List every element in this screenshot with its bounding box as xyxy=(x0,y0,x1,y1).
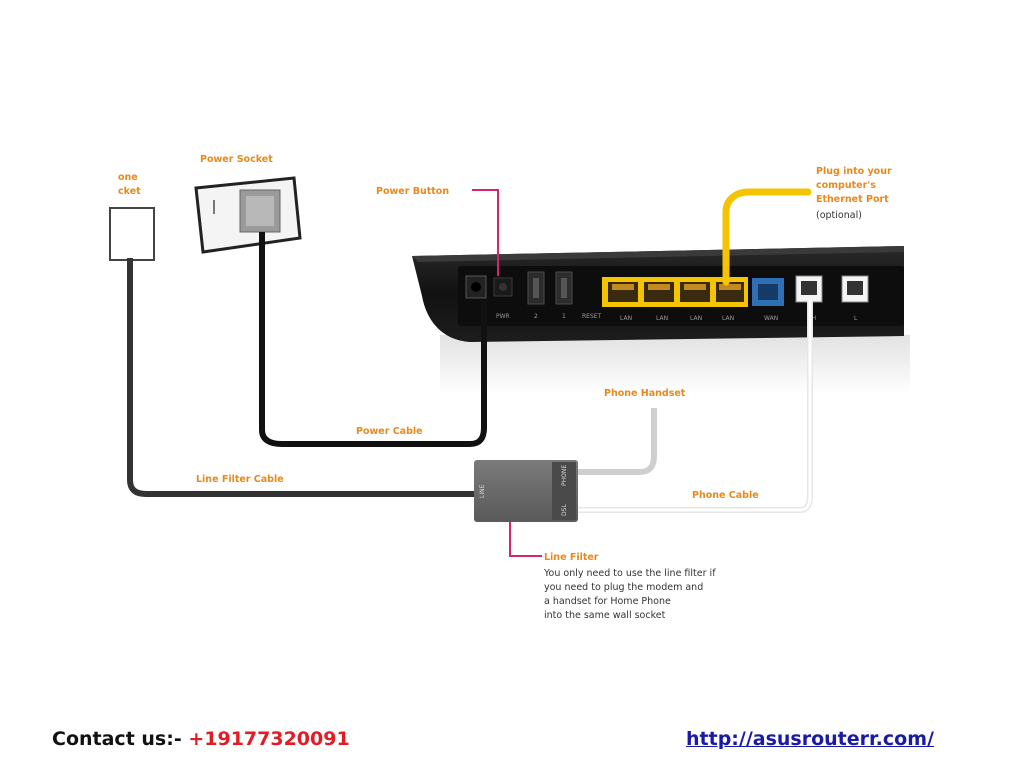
svg-text:PWR: PWR xyxy=(496,313,510,320)
power-button-pointer xyxy=(472,189,499,276)
line-filter-note: a handset for Home Phone xyxy=(544,596,671,607)
svg-text:LAN: LAN xyxy=(722,315,734,322)
line-filter-cable-label: Line Filter Cable xyxy=(196,474,284,485)
svg-text:LINE: LINE xyxy=(479,484,486,498)
svg-text:PHONE: PHONE xyxy=(561,465,568,486)
router-reflection xyxy=(440,335,910,395)
line-filter-cable-line xyxy=(127,258,480,497)
power-cable-label: Power Cable xyxy=(356,426,423,437)
ethernet-label: Plug into your xyxy=(816,166,892,177)
router: PWR 2 1 RESET LAN LAN LAN LAN WAN PH L xyxy=(412,246,904,342)
ethernet-label: Ethernet Port xyxy=(816,194,889,205)
svg-text:RESET: RESET xyxy=(582,313,602,320)
svg-text:DSL: DSL xyxy=(561,504,568,516)
phone-handset-label: Phone Handset xyxy=(604,388,686,399)
line-filter-label: Line Filter xyxy=(544,552,599,563)
power-cable xyxy=(259,232,487,447)
svg-text:LAN: LAN xyxy=(690,315,702,322)
contact-phone[interactable]: +19177320091 xyxy=(188,728,350,750)
svg-text:LAN: LAN xyxy=(620,315,632,322)
phone-socket-label: one xyxy=(118,172,138,183)
contact-label: Contact us:- xyxy=(52,728,182,750)
website-link[interactable]: http://asusrouterr.com/ xyxy=(686,728,934,750)
svg-text:WAN: WAN xyxy=(764,315,778,322)
svg-text:LAN: LAN xyxy=(656,315,668,322)
ethernet-optional-label: (optional) xyxy=(816,210,862,221)
line-filter-note: you need to plug the modem and xyxy=(544,582,703,593)
line-filter-note: You only need to use the line filter if xyxy=(543,568,716,579)
line-filter-pointer xyxy=(509,522,542,557)
handset-cable xyxy=(578,408,657,475)
svg-text:1: 1 xyxy=(562,313,566,320)
power-wall-socket xyxy=(194,176,302,254)
power-socket-label: Power Socket xyxy=(200,154,273,165)
power-button-label: Power Button xyxy=(376,186,449,197)
phone-wall-socket xyxy=(109,207,155,261)
line-filter-note: into the same wall socket xyxy=(544,610,666,621)
ethernet-cable xyxy=(722,188,812,286)
ethernet-label: computer's xyxy=(816,180,876,191)
svg-text:L: L xyxy=(854,315,858,322)
svg-text:2: 2 xyxy=(534,313,538,320)
contact-info: Contact us:- +19177320091 xyxy=(52,728,350,750)
phone-cable-label: Phone Cable xyxy=(692,490,759,501)
line-filter-device: LINE PHONE DSL xyxy=(474,460,578,522)
phone-socket-label: cket xyxy=(118,186,141,197)
